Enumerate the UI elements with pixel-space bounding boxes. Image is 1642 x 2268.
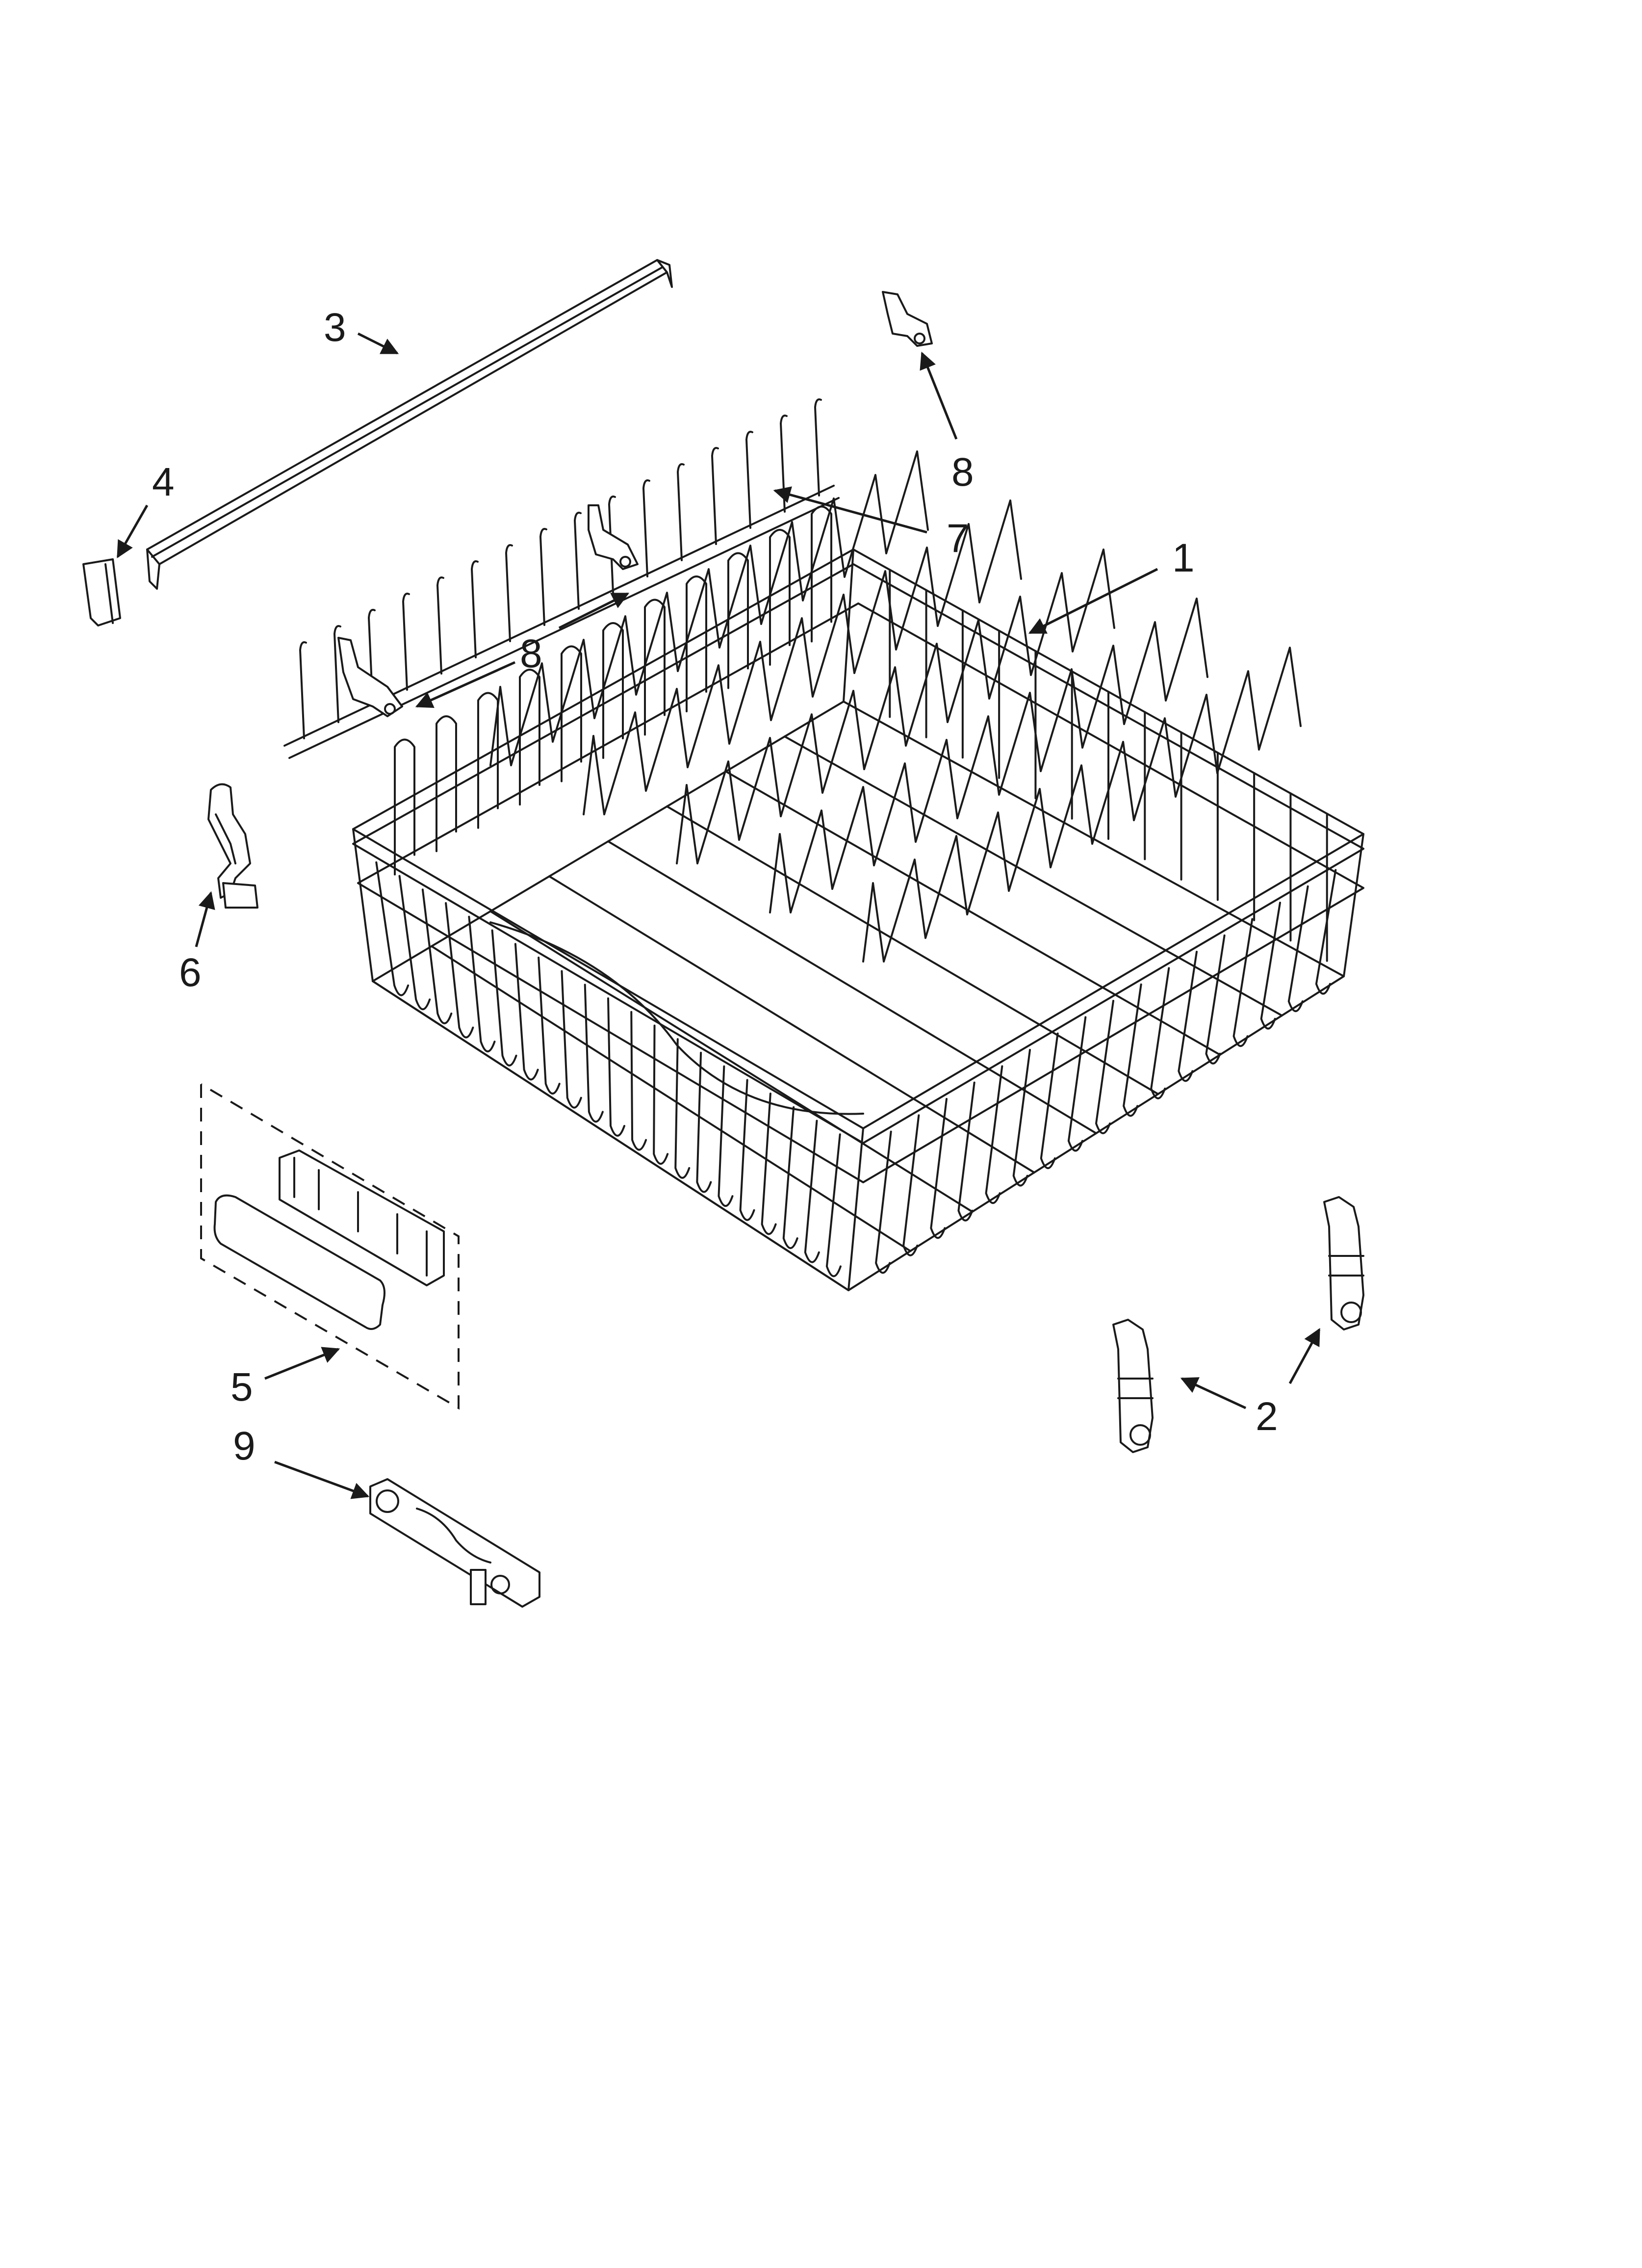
callout-part-9: 9 [233,1424,256,1468]
leader-part-3 [357,332,399,355]
leader-part-5 [264,1347,340,1380]
leader-part-4 [116,504,149,559]
callout-part-2: 2 [1256,1394,1278,1439]
leader-part-2-rear [1288,1328,1321,1384]
leader-part-9 [274,1460,370,1499]
dish-rack-basket [352,450,1364,1291]
leader-part-2-front [1180,1377,1247,1409]
callout-part-7: 7 [947,516,969,561]
callout-part-4: 4 [152,460,175,504]
rack-adjuster-front [1112,1319,1154,1453]
callout-part-1: 1 [1172,536,1195,580]
leader-part-7 [773,486,927,534]
tine-clip-center [588,504,639,570]
rail-end-cap [82,558,121,626]
callout-part-5: 5 [231,1365,253,1409]
rack-hook [207,783,258,909]
rack-bracket [369,1478,540,1608]
callout-part-8-upper: 8 [951,450,974,495]
rack-rail [146,259,673,590]
rack-adjuster-rear [1323,1196,1364,1330]
callout-part-6: 6 [179,950,202,995]
leader-part-8-upper [920,351,958,440]
handle-kit [200,1083,460,1410]
tine-clip-upper [882,291,933,347]
leader-part-6 [195,891,215,947]
leader-part-8-lower-b [415,661,516,708]
leader-part-1 [1028,568,1158,634]
callout-part-3: 3 [324,305,346,350]
tine-clip-left [337,637,403,717]
callout-part-8-lower: 8 [520,631,542,676]
leader-part-8-lower-a [558,592,630,629]
